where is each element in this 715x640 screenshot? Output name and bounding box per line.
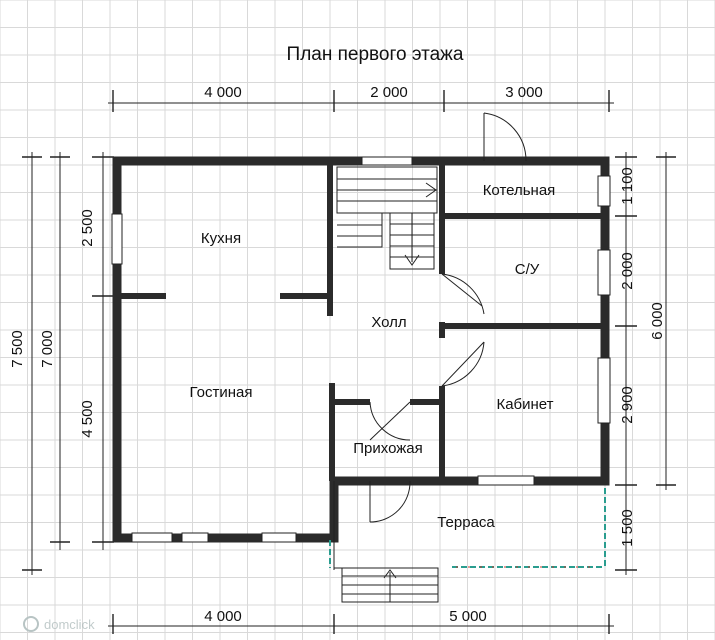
- window-living-2: [181, 532, 209, 543]
- room-label-terrace: Терраса: [437, 514, 495, 531]
- dim-left-outer-a: 7 000: [39, 330, 56, 368]
- window-bathroom: [597, 249, 611, 296]
- dim-right-4: 1 500: [619, 509, 636, 547]
- dim-top-3: 3 000: [505, 84, 543, 101]
- window-boiler: [597, 175, 611, 207]
- plan-title: План первого этажа: [287, 44, 464, 65]
- dimension-left: 2 500 4 500 7 000 7 500: [9, 152, 114, 575]
- dim-bottom-2: 5 000: [449, 608, 487, 625]
- dim-right-1: 1 100: [619, 167, 636, 205]
- dimension-right: 1 100 2 000 2 900 1 500 6 000: [615, 152, 676, 575]
- window-hall-top: [361, 156, 413, 166]
- dim-left-1: 2 500: [79, 209, 96, 247]
- dimension-top: 4 000 2 000 3 000: [108, 84, 614, 112]
- stairs: [336, 166, 439, 603]
- watermark-text: domclick: [44, 617, 95, 632]
- dim-top-1: 4 000: [204, 84, 242, 101]
- dim-left-outer-b: 7 500: [9, 330, 26, 368]
- dimension-bottom: 4 000 5 000: [108, 608, 614, 634]
- dim-right-3: 2 900: [619, 386, 636, 424]
- room-label-hall: Холл: [371, 314, 406, 331]
- room-label-entry: Прихожая: [353, 440, 423, 457]
- room-label-kitchen: Кухня: [201, 230, 241, 247]
- dim-right-outer: 6 000: [649, 302, 666, 340]
- dim-right-2: 2 000: [619, 252, 636, 290]
- window-living-3: [261, 532, 297, 543]
- windows: [111, 156, 611, 543]
- dim-left-2: 4 500: [79, 400, 96, 438]
- room-label-office: Кабинет: [496, 396, 553, 413]
- window-living-1: [131, 532, 173, 543]
- window-kitchen: [111, 213, 123, 265]
- terrace-railing: [329, 481, 606, 570]
- room-label-boiler: Котельная: [483, 182, 556, 199]
- dim-top-2: 2 000: [370, 84, 408, 101]
- window-office-bottom: [477, 475, 535, 486]
- room-label-living: Гостиная: [190, 384, 253, 401]
- window-office: [597, 357, 611, 424]
- doors: [369, 112, 527, 523]
- dim-bottom-1: 4 000: [204, 608, 242, 625]
- watermark-logo: domclick: [23, 616, 95, 632]
- room-label-bathroom: С/У: [515, 261, 540, 278]
